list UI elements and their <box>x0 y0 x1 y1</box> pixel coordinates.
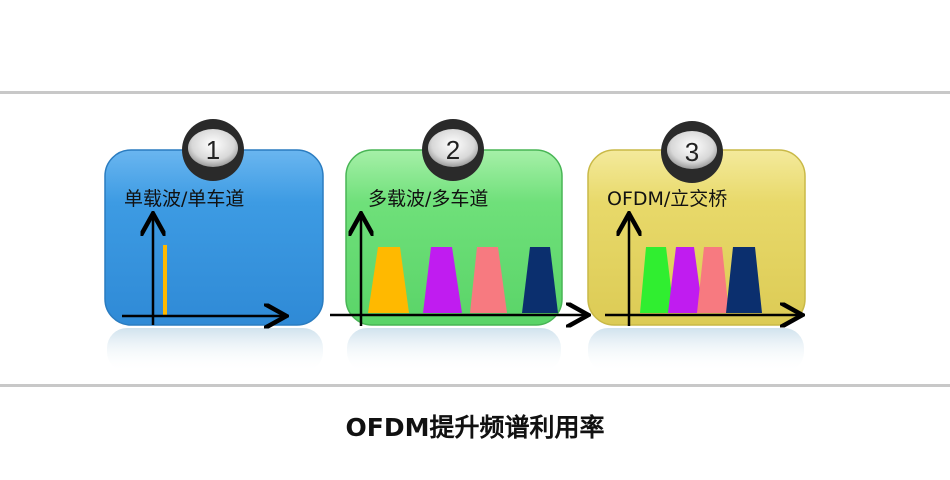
panel-1-label: 单载波/单车道 <box>124 188 244 210</box>
carrier-pink <box>470 247 507 313</box>
badge-3-number: 3 <box>685 137 699 167</box>
badge-3: 3 <box>661 121 723 183</box>
ofdm-carrier-pink <box>697 247 729 313</box>
carrier-yellow <box>368 247 409 313</box>
single-carrier-spike <box>163 245 167 315</box>
top-divider <box>0 91 950 94</box>
ofdm-carrier-navy <box>726 247 762 313</box>
carrier-purple <box>423 247 462 313</box>
badge-2: 2 <box>422 119 484 181</box>
panel-3-label: OFDM/立交桥 <box>607 188 727 210</box>
diagram-caption: OFDM提升频谱利用率 <box>345 413 605 442</box>
ofdm-carrier-purple <box>668 247 703 313</box>
badge-1: 1 <box>182 119 244 181</box>
badge-2-number: 2 <box>446 135 460 165</box>
panel-2-reflection <box>347 328 561 372</box>
badge-1-number: 1 <box>206 135 220 165</box>
carrier-navy <box>522 247 558 313</box>
ofdm-carrier-green <box>640 247 674 313</box>
panel-1-reflection <box>107 328 323 372</box>
bottom-divider <box>0 384 950 387</box>
panel-3-reflection <box>588 328 804 372</box>
panel-2-label: 多载波/多车道 <box>368 188 488 210</box>
